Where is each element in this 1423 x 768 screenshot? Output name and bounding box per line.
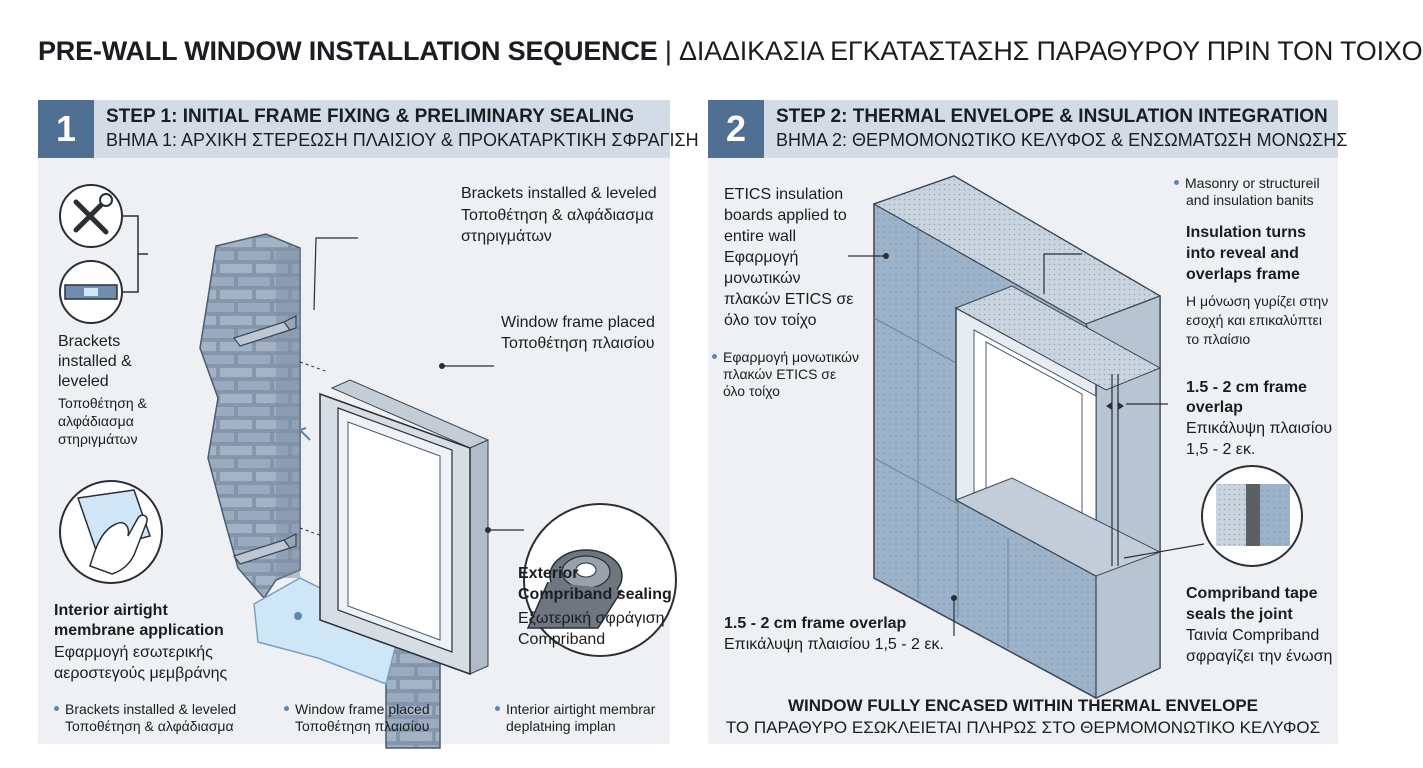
page-title-gr: ΔΙΑΔΙΚΑΣΙΑ ΕΓΚΑΤΑΣΤΑΣΗΣ ΠΑΡΑΘΥΡΟΥ ΠΡΙΝ Τ…: [679, 36, 1423, 66]
legend-item: Interior airtight membrar: [495, 700, 655, 718]
masonry-note: Masonry or structureil: [1174, 174, 1320, 192]
step2-number-badge: 2: [708, 100, 764, 158]
etics-note-line: πλακών ETICS σε: [723, 366, 837, 382]
legend-item-sub: deplatнing implan: [506, 718, 616, 734]
step1-header: 1 STEP 1: INITIAL FRAME FIXING & PRELIMI…: [38, 100, 699, 158]
masonry-note-line: and insulation banits: [1186, 192, 1314, 208]
exterior-en2: Compriband sealing: [518, 586, 672, 603]
overlap-bottom-en: 1.5 - 2 cm frame overlap: [724, 615, 907, 632]
left-brackets-g2: αλφάδιασμα: [58, 413, 134, 429]
frame-callout-gr: Τοποθέτηση πλαισίου: [501, 335, 655, 352]
legend-item-sub: Τοποθέτηση & αλφάδιασμα: [65, 718, 234, 734]
overlap-right-en1: 1.5 - 2 cm frame: [1186, 379, 1307, 396]
airtight-membrane: [253, 577, 401, 686]
brackets-callout-gr1: Τοποθέτηση & αλφάδιασμα: [461, 207, 654, 224]
bullet-icon: [1174, 179, 1179, 185]
page-title-en: PRE-WALL WINDOW INSTALLATION SEQUENCE: [38, 36, 658, 66]
spirit-level-icon: [59, 260, 123, 324]
step1-panel: 1 STEP 1: INITIAL FRAME FIXING & PRELIMI…: [38, 100, 699, 749]
step2-title-gr: ΒΗΜΑ 2: ΘΕΡΜΟΜΟΝΩΤΙΚΟ ΚΕΛΥΦΟΣ & ΕΝΣΩΜΑΤΩ…: [776, 130, 1348, 150]
step1-illustration: [59, 184, 677, 749]
interior-en1: Interior airtight: [54, 602, 168, 619]
interior-gr1: Εφαρμογή εσωτερικής: [54, 644, 213, 661]
step2-header: 2 STEP 2: THERMAL ENVELOPE & INSULATION …: [708, 100, 1347, 158]
step1-number-badge: 1: [38, 100, 94, 158]
hand-membrane-icon: [59, 480, 163, 584]
legend-item: Brackets installed & leveled: [54, 700, 236, 718]
step2-footer-gr: ΤΟ ΠΑΡΑΘΥΡΟ ΕΣΩΚΛΕΙΕΤΑΙ ΠΛΗΡΩΣ ΣΤΟ ΘΕΡΜΟ…: [725, 718, 1321, 737]
left-brackets-l3: leveled: [58, 373, 109, 390]
exterior-gr1: Εξωτερική σφράγιση: [518, 610, 665, 627]
step2-title-en: STEP 2: THERMAL ENVELOPE & INSULATION IN…: [776, 106, 1328, 127]
bracket: [233, 315, 297, 347]
legend-item: Window frame placed: [284, 700, 430, 718]
exterior-gr2: Compriband: [518, 631, 606, 648]
tape-en1: Compriband tape: [1186, 585, 1318, 602]
etics-line: πλακών ETICS σε: [724, 291, 854, 308]
interior-en2: membrane application: [54, 622, 224, 639]
etics-line: όλο τον τοίχο: [724, 312, 817, 329]
bracket: [233, 533, 297, 565]
turns-en3: overlaps frame: [1186, 266, 1300, 283]
compriband-roll-icon: [523, 503, 677, 657]
left-brackets-g1: Τοποθέτηση &: [58, 395, 147, 411]
turns-gr2: εσοχή και επικαλύπτει: [1186, 312, 1323, 328]
step1-title-gr: ΒΗΜΑ 1: ΑΡΧΙΚΗ ΣΤΕΡΕΩΣΗ ΠΛΑΙΣΙΟΥ & ΠΡΟΚΑ…: [106, 130, 699, 150]
overlap-right-en2: overlap: [1186, 399, 1243, 416]
step2-panel: 2 STEP 2: THERMAL ENVELOPE & INSULATION …: [708, 100, 1347, 744]
tools-icon: [59, 184, 123, 248]
etics-line: μονωτικών: [724, 270, 801, 287]
left-brackets-l2: installed &: [58, 353, 132, 370]
etics-line: ETICS insulation: [724, 186, 844, 203]
brackets-callout-gr2: στηριγμάτων: [461, 228, 552, 245]
step2-footer-en: WINDOW FULLY ENCASED WITHIN THERMAL ENVE…: [787, 696, 1259, 715]
tape-gr2: σφραγίζει την ένωση: [1186, 648, 1333, 665]
bullet-icon: [495, 705, 500, 711]
etics-note: Εφαρμογή μονωτικών: [712, 348, 859, 366]
tape-gr1: Ταινία Compriband: [1186, 627, 1320, 644]
step1-title-en: STEP 1: INITIAL FRAME FIXING & PRELIMINA…: [106, 106, 635, 127]
left-brackets-g3: στηριγμάτων: [58, 431, 138, 447]
etics-line: boards applied to: [724, 207, 847, 224]
overlap-right-gr1: Επικάλυψη πλαισίου: [1186, 420, 1333, 437]
legend-item-sub: Τοποθέτηση πλαισίου: [295, 718, 430, 734]
overlap-bottom-gr: Επικάλυψη πλαισίου 1,5 - 2 εκ.: [724, 636, 944, 653]
bullet-icon: [54, 705, 59, 711]
bullet-icon: [284, 705, 289, 711]
turns-gr3: το πλαίσιο: [1186, 331, 1251, 347]
tape-en2: seals the joint: [1186, 606, 1293, 623]
compriband-detail-icon: [1123, 465, 1303, 567]
left-brackets-l1: Brackets: [58, 333, 121, 350]
brackets-callout-en: Brackets installed & leveled: [461, 185, 657, 202]
window-frame: [319, 379, 490, 676]
bullet-icon: [712, 353, 717, 359]
turns-en1: Insulation turns: [1186, 224, 1306, 241]
interior-gr2: αεροστεγούς μεμβράνης: [54, 665, 228, 682]
overlap-right-gr2: 1,5 - 2 εκ.: [1186, 441, 1256, 458]
etics-line: entire wall: [724, 228, 797, 245]
exterior-en1: Exterior: [518, 565, 579, 582]
page-title-separator: |: [657, 36, 679, 66]
step2-illustration: [848, 175, 1303, 699]
page-title: PRE-WALL WINDOW INSTALLATION SEQUENCE | …: [38, 32, 1423, 70]
etics-line: Εφαρμογή: [724, 249, 799, 266]
turns-gr1: Η μόνωση γυρίζει στην: [1186, 293, 1329, 309]
turns-en2: into reveal and: [1186, 245, 1299, 262]
etics-note-line: όλο τοίχο: [723, 383, 780, 399]
frame-callout-en: Window frame placed: [501, 314, 655, 331]
